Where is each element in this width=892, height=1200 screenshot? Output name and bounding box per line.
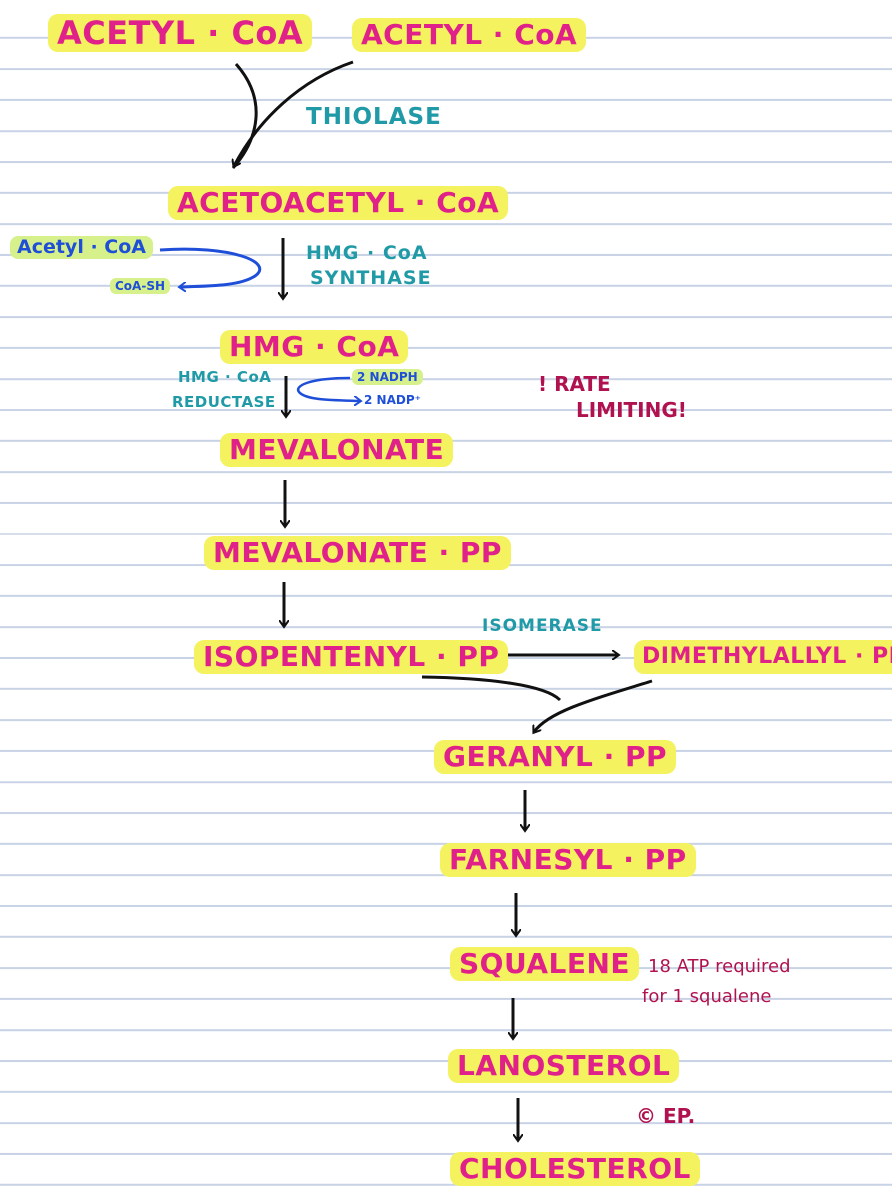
molecule-lanosterol: LANOSTEROL bbox=[448, 1049, 680, 1083]
molecule-isopentenyl-pp: ISOPENTENYL · PP bbox=[194, 640, 509, 674]
enzyme-isomerase: ISOMERASE bbox=[482, 616, 603, 636]
enzyme-thiolase: THIOLASE bbox=[306, 104, 442, 130]
enzyme-hmg-coa-synthase-line1: HMG · CoA bbox=[306, 242, 428, 264]
ipp-dmapp-merge-right bbox=[534, 679, 653, 732]
enzyme-hmg-coa-reductase-line2: REDUCTASE bbox=[172, 393, 276, 411]
thiolase-curve-right bbox=[234, 60, 354, 166]
molecule-hmg-coa: HMG · CoA bbox=[220, 330, 409, 364]
note-rate-limiting-line2: LIMITING! bbox=[576, 398, 687, 422]
enzyme-hmg-coa-synthase-line2: SYNTHASE bbox=[310, 267, 432, 289]
ipp-dmapp-merge-left bbox=[421, 675, 562, 702]
note-copyright: © EP. bbox=[636, 1104, 696, 1128]
molecule-geranyl-pp: GERANYL · PP bbox=[434, 740, 677, 774]
cofactor-nadph-in: 2 NADPH bbox=[352, 369, 423, 385]
molecule-squalene: SQUALENE bbox=[450, 947, 640, 981]
arrow-acetyl-in-coash-out bbox=[159, 247, 262, 287]
note-atp-line1: 18 ATP required bbox=[648, 956, 791, 977]
molecule-mevalonate-pp: MEVALONATE · PP bbox=[204, 536, 511, 570]
molecule-mevalonate: MEVALONATE bbox=[220, 433, 454, 467]
molecule-cholesterol: CHOLESTEROL bbox=[450, 1152, 700, 1186]
arrow-nadph-in-nadp-out bbox=[297, 376, 360, 401]
cofactor-nadp-out: 2 NADP⁺ bbox=[364, 393, 421, 407]
molecule-acetoacetyl-coa: ACETOACETYL · CoA bbox=[168, 186, 509, 220]
side-coa-sh-out: CoA-SH bbox=[110, 278, 171, 294]
note-rate-limiting-line1: ! RATE bbox=[538, 372, 611, 396]
enzyme-hmg-coa-reductase-line1: HMG · CoA bbox=[178, 368, 272, 386]
note-atp-line2: for 1 squalene bbox=[642, 986, 772, 1007]
molecule-acetyl-coa-2: ACETYL · CoA bbox=[352, 18, 587, 52]
molecule-farnesyl-pp: FARNESYL · PP bbox=[440, 843, 696, 877]
side-acetyl-coa-in: Acetyl · CoA bbox=[10, 236, 153, 259]
molecule-dimethylallyl-pp: DIMETHYLALLYL · PP bbox=[634, 640, 892, 674]
molecule-acetyl-coa-1: ACETYL · CoA bbox=[48, 14, 313, 52]
thiolase-curve-left bbox=[231, 63, 258, 169]
